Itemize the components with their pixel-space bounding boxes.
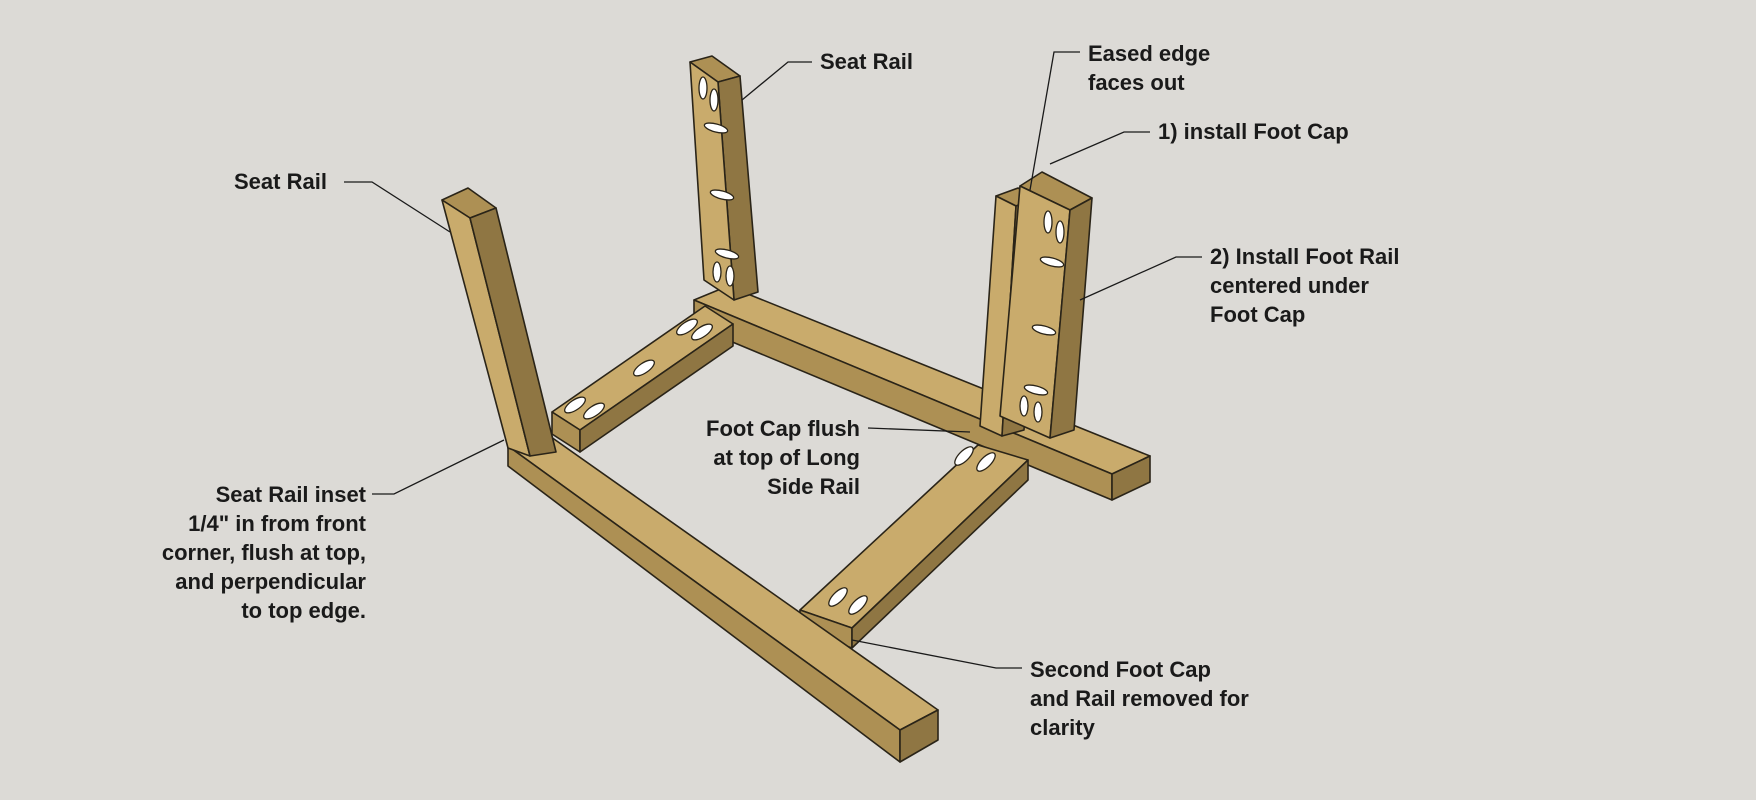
leader-install-foot-rail <box>1079 256 1202 301</box>
label-seat-rail-back: Seat Rail <box>820 49 913 74</box>
leader-seat-rail-back <box>741 61 812 101</box>
pocket-holes <box>698 76 740 287</box>
leader-eased-edge <box>1029 51 1080 191</box>
pocket-holes <box>1019 210 1065 423</box>
label-install-foot-rail: 2) Install Foot Rail centered under Foot… <box>1210 244 1400 327</box>
label-second-foot-cap: Second Foot Cap and Rail removed for cla… <box>1030 657 1249 740</box>
leader-foot-cap-flush <box>867 427 971 433</box>
foot-rail <box>999 171 1093 439</box>
left-long-side-rail <box>507 431 939 763</box>
front-cross-rail <box>799 444 1029 649</box>
back-cross-rail <box>551 305 734 453</box>
left-seat-rail <box>441 187 557 457</box>
label-seat-rail-inset: Seat Rail inset 1/4" in from front corne… <box>161 482 366 623</box>
leader-second-foot-cap <box>851 639 1022 669</box>
pocket-holes <box>564 318 713 420</box>
pocket-holes <box>828 446 996 615</box>
label-foot-cap-flush: Foot Cap flush at top of Long Side Rail <box>706 416 860 499</box>
leader-lines <box>344 51 1202 669</box>
leader-seat-rail-left <box>344 181 451 233</box>
back-seat-rail <box>689 55 759 301</box>
label-install-foot-cap: 1) install Foot Cap <box>1158 119 1349 144</box>
leader-install-foot-cap <box>1049 131 1150 165</box>
label-eased-edge: Eased edge faces out <box>1088 41 1211 95</box>
label-seat-rail-left: Seat Rail <box>234 169 327 194</box>
leader-seat-rail-inset <box>372 439 505 495</box>
